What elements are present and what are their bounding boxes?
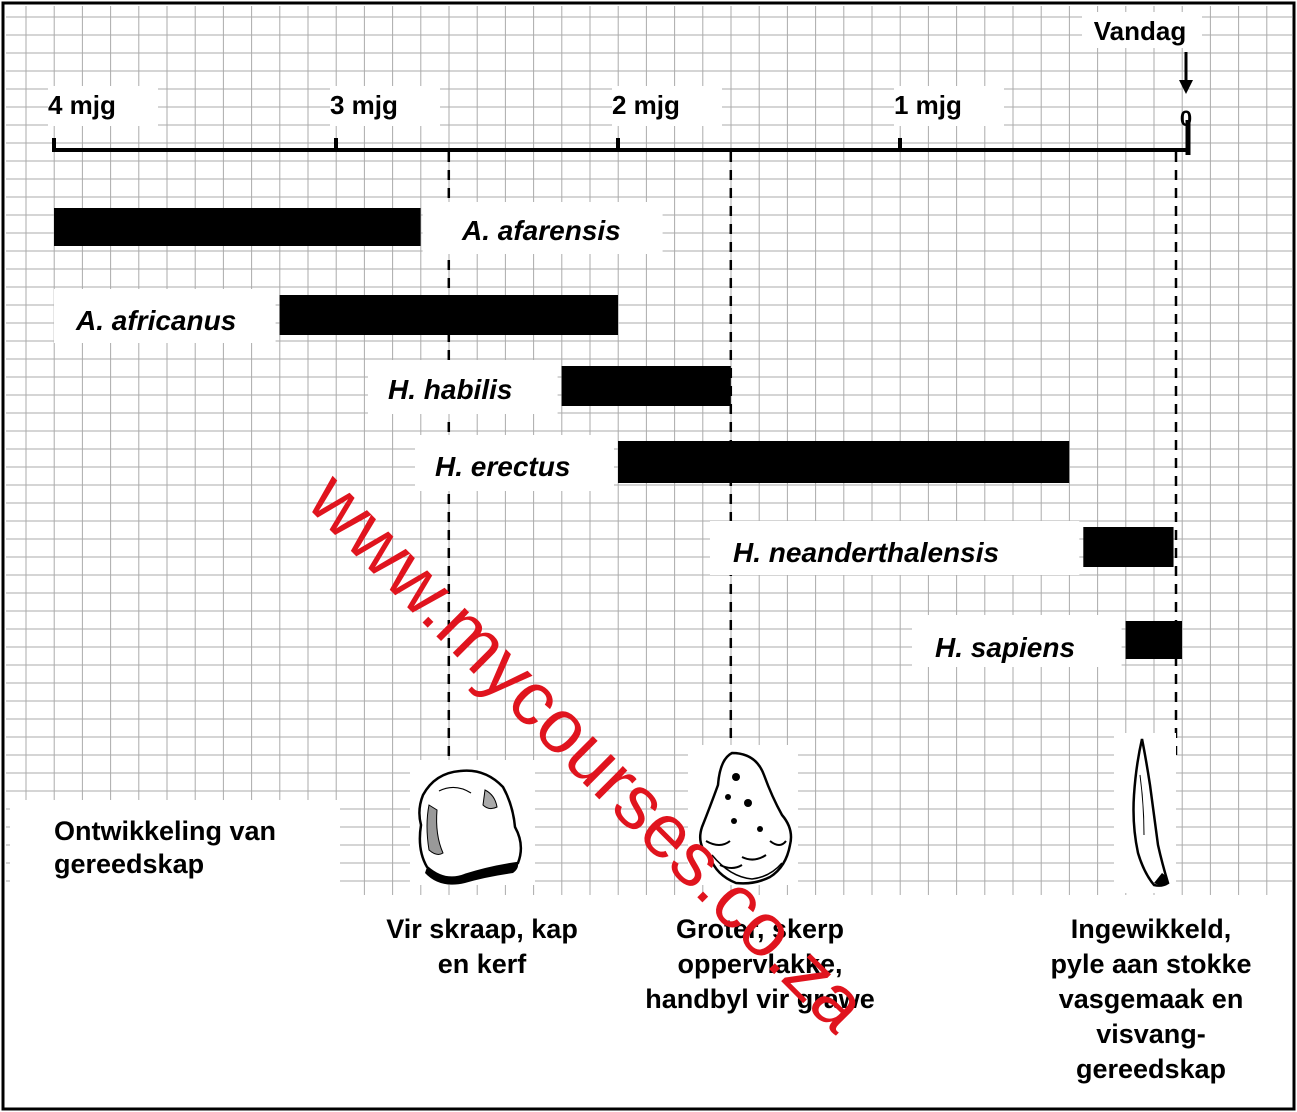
label-bg [54,289,276,343]
species-label: H. neanderthalensis [733,537,999,568]
label-bg [368,360,558,414]
species-label: A. afarensis [461,215,621,246]
axis-tick-label: 3 mjg [330,90,398,120]
species-row: H. erectus [415,435,1070,491]
today-arrow-icon [1179,80,1193,94]
species-bars: A. afarensis A. africanus H. habilis H. ere… [54,202,1182,667]
species-row: A. africanus [54,289,618,343]
label-bg [912,615,1122,667]
label-bg [710,521,1080,575]
species-label: H. sapiens [935,632,1075,663]
flake-tool-icon [410,760,535,885]
lower-area [5,895,1292,1107]
species-bar [618,441,1070,483]
axis-tick-label: 1 mjg [894,90,962,120]
species-bar [561,366,731,406]
species-bar [1125,621,1182,659]
species-row: H. neanderthalensis [710,521,1174,575]
tick-label-bg [330,86,440,126]
species-label: A. africanus [75,305,236,336]
tools-heading-bg [10,800,340,895]
today-label-bg [1082,12,1202,48]
tick-label-bg [894,86,1004,126]
species-row: H. sapiens [912,615,1182,667]
today-label: Vandag [1094,16,1186,46]
axis-tick-label: 4 mjg [48,90,116,120]
species-bar [1083,527,1174,567]
species-label: H. erectus [435,451,570,482]
tick-label-bg [612,86,722,126]
axis-tick-label: 2 mjg [612,90,680,120]
species-row: H. habilis [368,360,731,414]
arrowhead-icon [1114,733,1176,893]
species-row: A. afarensis [54,202,663,254]
species-bar [54,208,421,246]
label-bg [415,435,614,491]
hand-axe-icon [688,745,798,885]
species-label: H. habilis [388,374,512,405]
label-bg [422,202,663,254]
species-bar [279,295,618,335]
tick-label-bg [48,86,158,126]
